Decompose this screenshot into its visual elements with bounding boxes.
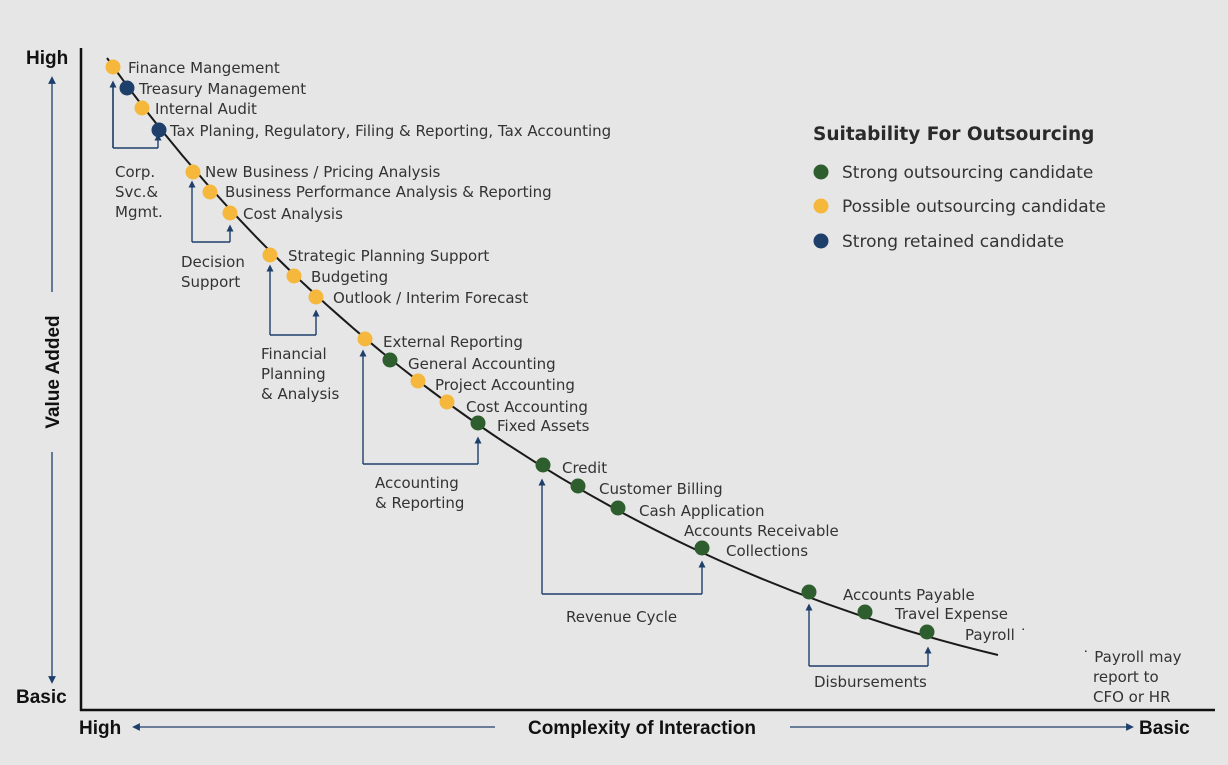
x-axis-title: Complexity of Interaction [528, 718, 756, 739]
x-axis-high-label: High [79, 718, 121, 739]
activity-marker [610, 500, 626, 516]
activity-label: Treasury Management [138, 80, 306, 98]
legend-label-strong-outsource: Strong outsourcing candidate [842, 163, 1093, 183]
legend-label-possible-outsource: Possible outsourcing candidate [842, 197, 1106, 217]
activity-marker [694, 540, 710, 556]
activity-label: Cost Analysis [243, 205, 343, 223]
activity-label: Travel Expense [894, 605, 1008, 623]
activity-marker [470, 415, 486, 431]
activity-marker [535, 457, 551, 473]
group-label-disbursements: Disbursements [814, 673, 927, 691]
legend: Suitability For Outsourcing Strong outso… [813, 124, 1106, 252]
activity-label: Internal Audit [155, 100, 257, 118]
activity-label: Accounts Payable [843, 586, 975, 604]
activity-label: Tax Planing, Regulatory, Filing & Report… [169, 122, 611, 140]
y-axis-high-label: High [26, 48, 68, 69]
activity-label: Payroll ˙ [965, 626, 1027, 644]
activity-label: Cash Application [639, 502, 765, 520]
activity-marker [308, 289, 324, 305]
activity-marker [410, 373, 426, 389]
activity-marker [119, 80, 135, 96]
bracket-revenue [542, 564, 702, 595]
activity-label: Strategic Planning Support [288, 247, 489, 265]
activity-label: New Business / Pricing Analysis [205, 163, 441, 181]
activity-marker [382, 352, 398, 368]
activity-marker [151, 122, 167, 138]
activity-label: Business Performance Analysis & Reportin… [225, 183, 552, 201]
activity-marker [262, 247, 278, 263]
activity-marker [570, 478, 586, 494]
legend-title: Suitability For Outsourcing [813, 124, 1094, 145]
activity-marker [801, 584, 817, 600]
group-label-accounting: Accounting& Reporting [375, 474, 464, 512]
activity-label: Fixed Assets [497, 417, 590, 435]
bracket-disbursements [809, 650, 928, 667]
x-axis-basic-label: Basic [1139, 718, 1190, 739]
bracket-fpa [270, 313, 316, 336]
legend-marker-strong-outsource [813, 164, 829, 180]
activity-marker [222, 205, 238, 221]
activity-marker [185, 164, 201, 180]
bracket-decision-support [192, 228, 230, 243]
y-axis-title: Value Added [43, 315, 64, 428]
activity-label: Cost Accounting [466, 398, 588, 416]
activity-marker [439, 394, 455, 410]
activity-label: Credit [562, 459, 607, 477]
activity-label: Budgeting [311, 268, 388, 286]
activity-marker [286, 268, 302, 284]
group-label-corp-svc: Corp.Svc.&Mgmt. [115, 163, 163, 221]
activity-label: Outlook / Interim Forecast [333, 289, 528, 307]
activity-marker [919, 624, 935, 640]
activity-label: Finance Mangement [128, 59, 280, 77]
activity-marker [357, 331, 373, 347]
activity-marker [857, 604, 873, 620]
bracket-accounting [363, 440, 478, 465]
activity-marker [134, 100, 150, 116]
group-label-revenue: Revenue Cycle [566, 608, 677, 626]
activity-marker [202, 184, 218, 200]
activity-marker [105, 59, 121, 75]
legend-marker-retained [813, 233, 829, 249]
group-brackets [109, 80, 928, 667]
legend-label-retained: Strong retained candidate [842, 232, 1064, 252]
activity-label: Project Accounting [435, 376, 575, 394]
activity-label: Customer Billing [599, 480, 723, 498]
y-axis-basic-label: Basic [16, 687, 67, 708]
legend-marker-possible-outsource [813, 198, 829, 214]
activity-label: External Reporting [383, 333, 523, 351]
activity-label: General Accounting [408, 355, 556, 373]
